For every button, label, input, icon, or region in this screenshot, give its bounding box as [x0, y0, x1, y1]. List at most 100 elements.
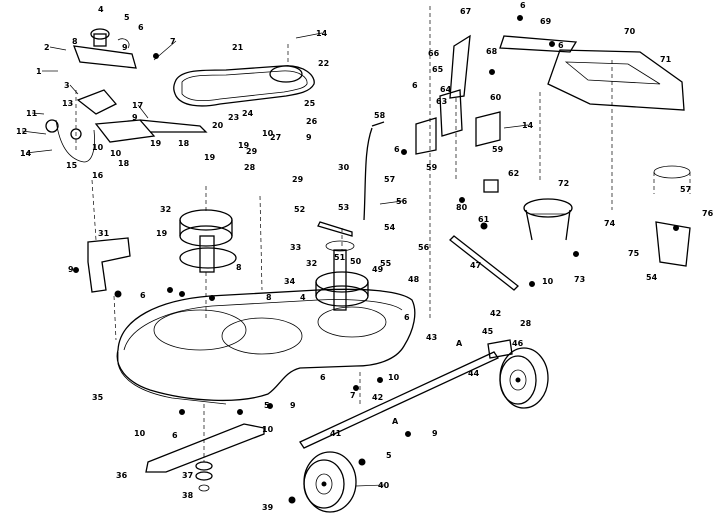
callout-number: 35	[92, 393, 104, 402]
callout-number: 23	[228, 113, 239, 122]
callout-number: 61	[478, 215, 490, 224]
callout-number: 10	[134, 429, 146, 438]
rear-wheel	[499, 347, 549, 409]
callout-number: 24	[242, 109, 254, 118]
callout-number: 6	[558, 41, 564, 50]
callout-number: 76	[702, 209, 714, 218]
callout-number: 6	[412, 81, 418, 90]
callout-number: 6	[394, 145, 400, 154]
callout-number: 48	[408, 275, 420, 284]
callout-number: 56	[396, 197, 408, 206]
callout-number: 59	[492, 145, 504, 154]
front-cross-bar	[449, 235, 519, 291]
callout-number: 28	[520, 319, 532, 328]
callout-number: 40	[378, 481, 390, 490]
callout-number: 60	[490, 93, 502, 102]
callout-leader-line	[295, 32, 323, 39]
hardware-fasteners	[73, 15, 679, 504]
callout-number: 16	[92, 171, 104, 180]
callout-number: 22	[318, 59, 329, 68]
callout-number: 28	[244, 163, 256, 172]
callout-number: 7	[350, 391, 356, 400]
callout-leader-line	[25, 149, 53, 154]
callout-number: 68	[486, 47, 498, 56]
callout-number: 4	[98, 5, 104, 14]
callout-number: 19	[238, 141, 250, 150]
callout-number: 67	[460, 7, 471, 16]
callout-number: 32	[306, 259, 317, 268]
callout-number: 62	[508, 169, 519, 178]
pivot-bracket	[483, 179, 573, 241]
callout-number: 74	[604, 219, 616, 228]
callout-number: 9	[290, 401, 296, 410]
callout-leader-line	[137, 104, 149, 119]
callout-number: 30	[338, 163, 350, 172]
callout-number: 58	[374, 111, 386, 120]
callout-number: 3	[64, 81, 70, 90]
cutting-blade	[145, 423, 265, 492]
callout-number: 13	[62, 99, 73, 108]
callout-number: 5	[386, 451, 392, 460]
callout-number: A	[392, 417, 399, 426]
actuating-rod	[317, 121, 385, 237]
callout-number: 36	[116, 471, 128, 480]
callout-number: A	[456, 339, 463, 348]
callout-number: 50	[350, 257, 362, 266]
callout-number: 6	[520, 1, 526, 10]
front-wheel	[303, 451, 357, 513]
callout-number: 8	[236, 263, 242, 272]
idler-arm-assembly	[45, 89, 208, 163]
callout-number: 11	[26, 109, 38, 118]
callout-number: 44	[468, 369, 480, 378]
callout-number: 63	[436, 97, 447, 106]
callout-number: 8	[266, 293, 272, 302]
callout-number: 64	[440, 85, 452, 94]
callout-number: 41	[330, 429, 342, 438]
callout-number: 19	[150, 139, 162, 148]
callout-number: 59	[426, 163, 438, 172]
callout-number: 6	[172, 431, 178, 440]
callout-number: 55	[380, 259, 392, 268]
callout-number: 5	[264, 401, 270, 410]
callout-number: 29	[246, 147, 258, 156]
callout-number: 32	[160, 205, 171, 214]
mower-deck-housing	[116, 288, 416, 405]
callout-number: 6	[140, 291, 146, 300]
callout-number: 52	[294, 205, 305, 214]
callout-number: 54	[384, 223, 396, 232]
callout-number: 6	[138, 23, 144, 32]
callout-number: 53	[338, 203, 349, 212]
lift-shaft-plate	[499, 35, 685, 111]
callout-number: 70	[624, 27, 636, 36]
callout-number: 66	[428, 49, 440, 58]
callout-number: 10	[388, 373, 400, 382]
callout-number: 54	[646, 273, 658, 282]
callout-number: 19	[204, 153, 216, 162]
callout-number: 10	[92, 143, 104, 152]
callout-leader-line	[31, 112, 45, 115]
callout-number: 5	[124, 13, 130, 22]
callout-number: 18	[178, 139, 190, 148]
callout-number: 9	[432, 429, 438, 438]
callout-number: 42	[490, 309, 501, 318]
callout-number: 10	[542, 277, 554, 286]
lift-bracket	[415, 34, 501, 155]
callout-number: 10	[262, 129, 274, 138]
callout-number: 19	[156, 229, 168, 238]
callout-number: 21	[232, 43, 244, 52]
callout-number: 17	[132, 101, 143, 110]
callout-number: 2	[44, 43, 50, 52]
callout-number: 33	[290, 243, 301, 252]
callout-number: 9	[122, 43, 128, 52]
callout-number: 51	[334, 253, 346, 262]
callout-leader-line	[153, 40, 177, 61]
callout-number: 71	[660, 55, 672, 64]
callout-number: 4	[300, 293, 306, 302]
callout-number: 37	[182, 471, 193, 480]
callout-number: 10	[110, 149, 122, 158]
callout-number: 56	[418, 243, 430, 252]
callout-number: 39	[262, 503, 274, 512]
top-left-bracket	[73, 28, 137, 69]
